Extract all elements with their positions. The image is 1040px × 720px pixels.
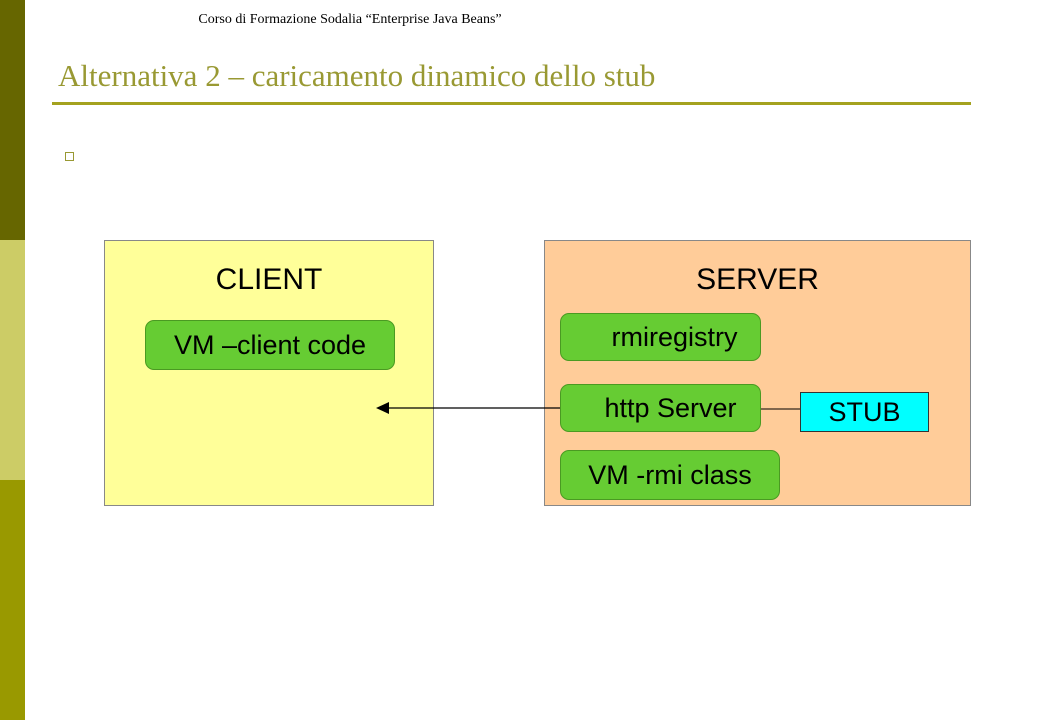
server-title: SERVER xyxy=(696,263,819,296)
rmiregistry-box: rmiregistry xyxy=(560,313,761,361)
slide-title: Alternativa 2 – caricamento dinamico del… xyxy=(58,58,656,93)
vm-rmi-class-box: VM -rmi class xyxy=(560,450,780,500)
bullet-icon xyxy=(65,152,74,161)
sidebar-stripe-top xyxy=(0,0,25,240)
title-divider xyxy=(52,102,971,105)
http-server-box: http Server xyxy=(560,384,761,432)
sidebar-stripe-bottom xyxy=(0,480,25,720)
download-arrow-head xyxy=(376,402,389,414)
stub-box: STUB xyxy=(800,392,929,432)
course-header: Corso di Formazione Sodalia “Enterprise … xyxy=(198,12,502,27)
client-panel: CLIENT xyxy=(104,240,434,506)
client-title: CLIENT xyxy=(215,263,323,296)
vm-client-code-box: VM –client code xyxy=(145,320,395,370)
sidebar-stripe-middle xyxy=(0,240,25,480)
